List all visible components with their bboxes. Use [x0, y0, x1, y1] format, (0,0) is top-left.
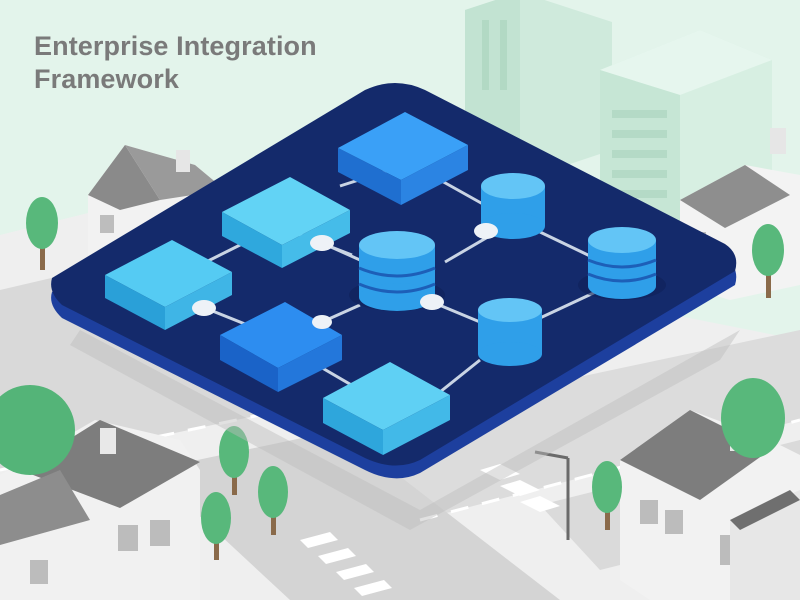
crosswalk: [480, 464, 560, 512]
street-lamp-icon: [534, 450, 570, 540]
connector-node-icon: [192, 223, 498, 329]
tree-icon: [201, 492, 231, 560]
tree-icon: [258, 466, 288, 535]
database-icon: [349, 231, 445, 311]
database-icon: [478, 298, 542, 366]
database-icon: [481, 173, 545, 239]
crosswalk: [300, 532, 392, 596]
page-title: Enterprise Integration Framework: [34, 30, 317, 96]
database-icon: [578, 227, 666, 300]
service-module-icon: [338, 112, 468, 205]
tree-icon: [752, 224, 784, 298]
tree-icon: [721, 378, 785, 458]
service-module-icon: [220, 302, 342, 392]
tree-icon: [219, 426, 249, 495]
tree-icon: [0, 385, 75, 475]
title-line-2: Framework: [34, 64, 179, 94]
tree-icon: [26, 197, 58, 270]
tree-icon: [592, 461, 622, 530]
service-module-icon: [323, 362, 450, 455]
title-line-1: Enterprise Integration: [34, 31, 317, 61]
